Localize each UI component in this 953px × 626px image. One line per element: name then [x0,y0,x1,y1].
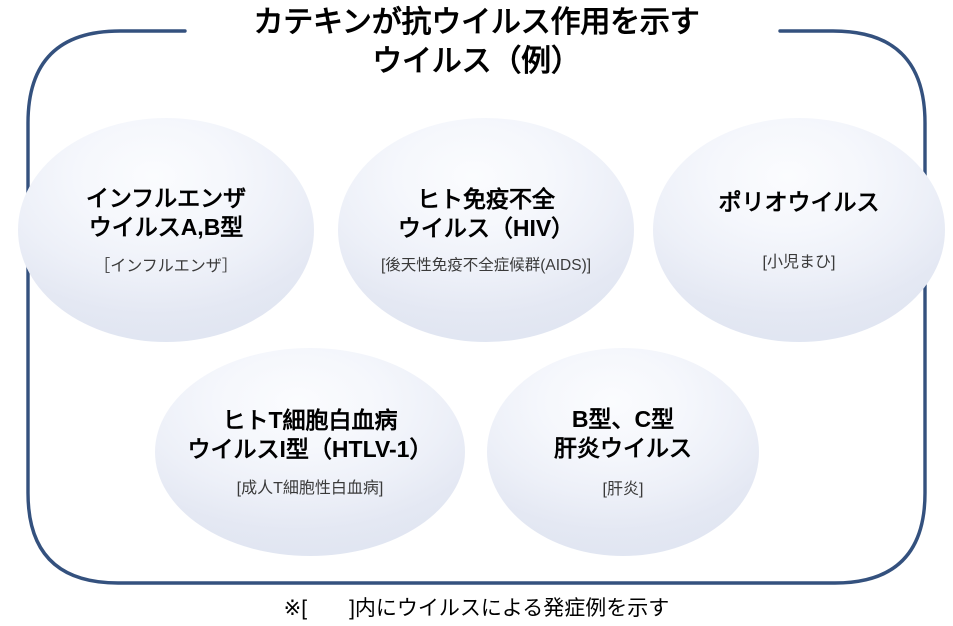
virus-disease-caption: [肝炎] [602,481,644,499]
page-title: カテキンが抗ウイルス作用を示す ウイルス（例） [0,3,953,81]
virus-bubble-htlv[interactable]: ヒトT細胞白血病 ウイルスI型（HTLV-1） [成人T細胞性白血病] [155,348,465,556]
virus-name: インフルエンザ ウイルスA,B型 [86,184,246,243]
virus-name-line-2: ウイルスI型（HTLV-1） [187,436,433,462]
virus-name-line-1: ヒト免疫不全 [417,185,555,212]
virus-bubble-hepatitis[interactable]: B型、C型 肝炎ウイルス [肝炎] [487,348,759,556]
virus-bubble-hiv[interactable]: ヒト免疫不全 ウイルス（HIV） [後天性免疫不全症候群(AIDS)] [338,118,634,342]
page-title-line-1: カテキンが抗ウイルス作用を示す [253,6,700,39]
virus-name-line-1: B型、C型 [571,405,675,432]
virus-name-line-2: 肝炎ウイルス [554,435,692,461]
virus-bubble-polio[interactable]: ポリオウイルス [小児まひ] [653,118,945,342]
virus-name-line-1: ポリオウイルス [718,189,880,216]
virus-bubble-influenza[interactable]: インフルエンザ ウイルスA,B型 ［インフルエンザ］ [18,118,314,342]
footnote: ※[ ]内にウイルスによる発症例を示す [283,597,670,620]
virus-name-line-1: インフルエンザ [85,184,247,211]
virus-disease-caption: [小児まひ] [762,253,836,271]
virus-name: ポリオウイルス [719,188,880,217]
virus-name: ヒト免疫不全 ウイルス（HIV） [398,185,574,244]
page-title-line-2: ウイルス（例） [372,45,581,78]
virus-name: B型、C型 肝炎ウイルス [554,405,692,464]
virus-name-line-2: ウイルス（HIV） [397,215,575,241]
virus-name: ヒトT細胞白血病 ウイルスI型（HTLV-1） [188,406,433,465]
virus-disease-caption: ［インフルエンザ］ [94,258,238,276]
virus-disease-caption: [成人T細胞性白血病] [236,480,384,498]
virus-name-line-1: ヒトT細胞白血病 [222,406,398,433]
virus-name-line-2: ウイルスA,B型 [88,214,244,240]
virus-disease-caption: [後天性免疫不全症候群(AIDS)] [380,257,592,275]
